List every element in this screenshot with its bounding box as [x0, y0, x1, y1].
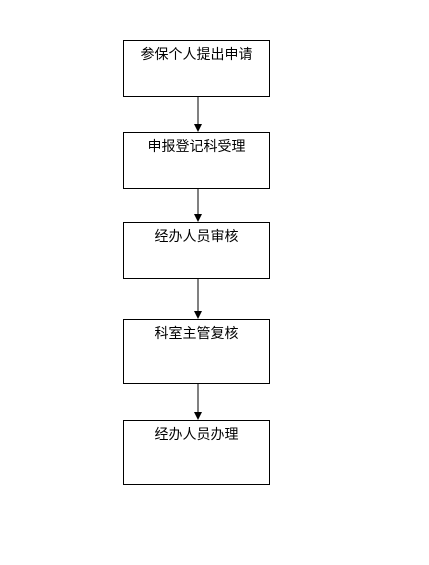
step-label: 申报登记科受理	[147, 139, 246, 155]
step-box-5: 经办人员办理	[123, 420, 270, 485]
arrow-2-to-3	[194, 188, 202, 222]
step-label: 科室主管复核	[154, 326, 239, 342]
arrow-3-to-4	[194, 278, 202, 319]
step-box-3: 经办人员审核	[123, 222, 270, 279]
arrow-4-to-5	[194, 383, 202, 420]
step-label: 经办人员办理	[154, 427, 239, 443]
step-box-2: 申报登记科受理	[123, 132, 270, 189]
arrow-1-to-2	[194, 96, 202, 132]
step-box-1: 参保个人提出申请	[123, 40, 270, 97]
step-box-4: 科室主管复核	[123, 319, 270, 384]
step-label: 参保个人提出申请	[140, 47, 253, 63]
step-label: 经办人员审核	[154, 229, 239, 245]
